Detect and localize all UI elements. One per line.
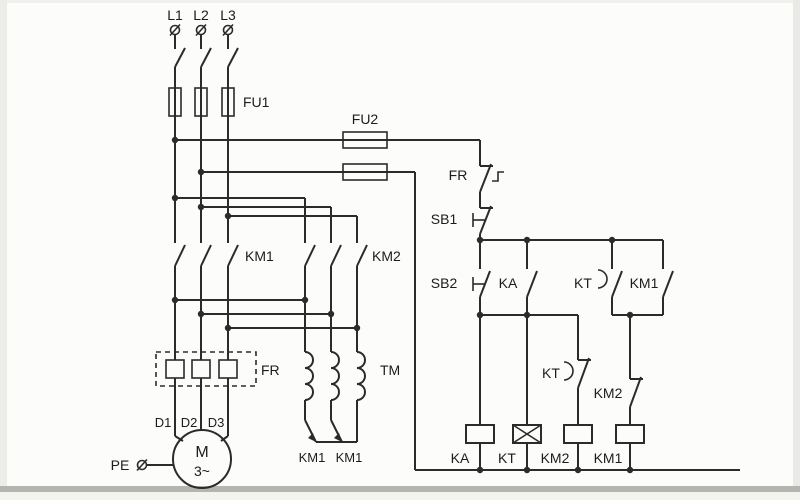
thermal-relay-fr-element [155,351,257,387]
label-phase-l2: L2 [193,7,209,23]
star-arrowhead-1 [308,433,316,442]
relay-contact-ka [526,240,538,425]
interlock-contact-km2 [629,315,643,425]
stop-button-sb1 [472,202,493,240]
label-terminal-d1: D1 [155,415,172,430]
label-fuse-fu2: FU2 [352,111,379,127]
label-phase-l3: L3 [220,7,236,23]
selfhold-contact-km1 [662,240,674,315]
label-sb2: SB2 [431,275,458,291]
coil-km2 [563,424,593,444]
label-coil-km2: KM2 [541,450,570,466]
label-phase-l1: L1 [167,7,183,23]
control-feed-lines [175,131,740,471]
coil-ka [465,424,495,444]
label-km1-main: KM1 [245,248,274,264]
label-star-km1-b: KM1 [336,450,363,465]
start-button-sb2 [472,240,491,425]
label-kt-delayed: KT [542,365,560,381]
label-tm: TM [380,362,400,378]
label-ka-contact: KA [499,275,518,291]
label-star-km1-a: KM1 [299,450,326,465]
autotransformer-tm [304,351,366,443]
label-terminal-d3: D3 [208,415,225,430]
star-arrowhead-2 [334,433,342,442]
junction-dots [171,136,634,474]
label-fuse-fu1: FU1 [243,94,270,110]
coil-km1 [615,424,645,444]
label-km2-interlock: KM2 [594,385,623,401]
disconnect-switch [174,34,239,68]
contactor-km1-main-contacts [174,244,239,267]
timer-contact-kt-instant [597,240,623,315]
label-terminal-d2: D2 [181,415,198,430]
label-coil-ka: KA [451,450,470,466]
label-kt-instant: KT [574,275,592,291]
label-fr-contact: FR [449,167,468,183]
coils [465,424,645,470]
label-fr-main: FR [261,362,280,378]
label-motor-3ph: 3~ [194,463,210,479]
fuse-fu1 [168,87,235,117]
label-pe: PE [111,457,130,473]
label-coil-kt: KT [498,450,516,466]
label-motor-m: M [195,444,208,461]
contactor-km2-main-contacts [304,244,368,352]
branch-taps [175,197,358,329]
motor [136,429,232,489]
timer-contact-kt-delayed [563,315,591,425]
label-km1-selfhold: KM1 [630,275,659,291]
phase-terminals [169,23,234,37]
label-coil-km1: KM1 [594,450,623,466]
control-fr-contact [479,160,504,202]
label-km2-main: KM2 [372,248,401,264]
label-sb1: SB1 [431,211,458,227]
phase-lines [174,67,229,442]
